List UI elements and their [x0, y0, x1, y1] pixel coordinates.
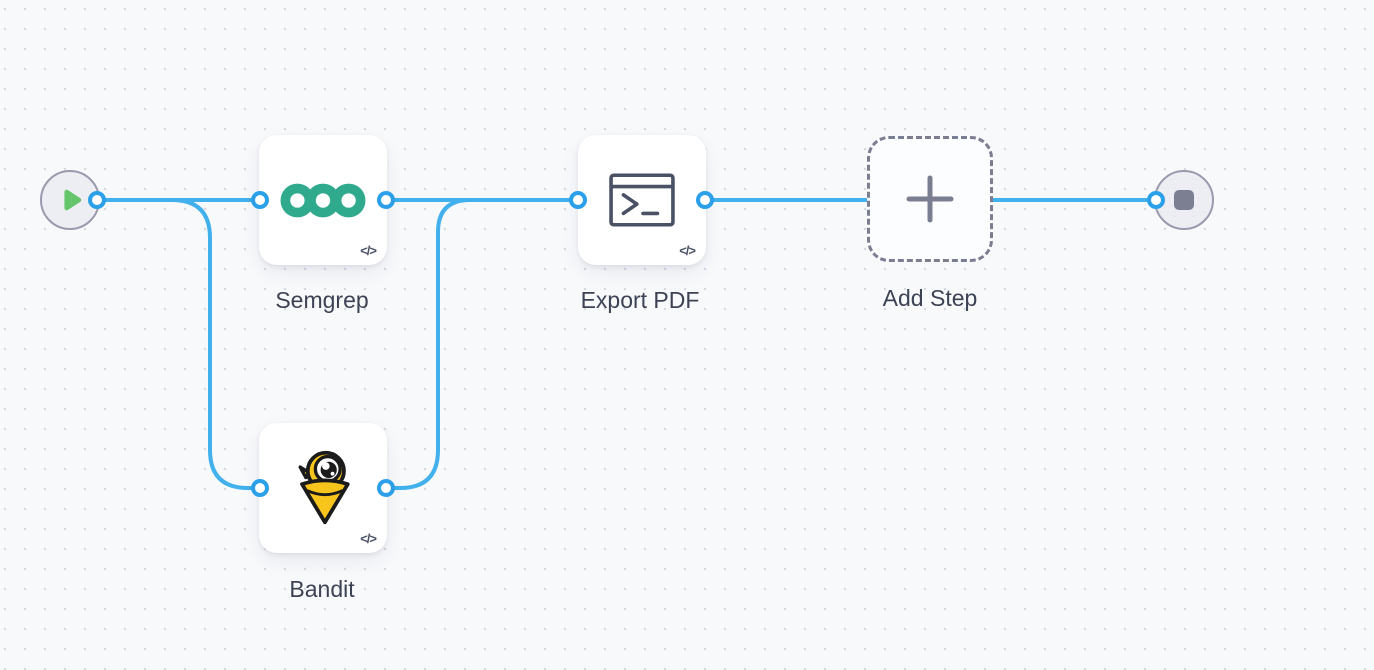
semgrep-logo — [280, 183, 366, 217]
plus-icon — [906, 175, 954, 223]
add-step-node[interactable] — [867, 136, 993, 262]
handle-bandit-input[interactable] — [251, 479, 269, 497]
handle-export-pdf-output[interactable] — [696, 191, 714, 209]
node-bandit[interactable]: </> — [259, 423, 387, 553]
node-label-semgrep: Semgrep — [275, 287, 369, 313]
terminal-icon — [609, 173, 675, 227]
edge-start-bandit[interactable] — [95, 198, 262, 490]
handle-end-input[interactable] — [1147, 191, 1165, 209]
node-label-bandit: Bandit — [289, 576, 355, 602]
node-label-add-step: Add Step — [882, 285, 978, 311]
code-badge-icon: </> — [360, 531, 377, 546]
node-export-pdf[interactable]: </> — [578, 135, 706, 265]
handle-semgrep-output[interactable] — [377, 191, 395, 209]
code-badge-icon: </> — [679, 243, 696, 258]
bandit-logo — [298, 450, 350, 525]
handle-bandit-output[interactable] — [377, 479, 395, 497]
node-label-export-pdf: Export PDF — [580, 287, 700, 313]
handle-export-pdf-input[interactable] — [569, 191, 587, 209]
code-badge-icon: </> — [360, 243, 377, 258]
handle-semgrep-input[interactable] — [251, 191, 269, 209]
handle-start-output[interactable] — [88, 191, 106, 209]
stop-icon — [1174, 190, 1194, 210]
node-semgrep[interactable]: </> — [259, 135, 387, 265]
play-icon — [64, 189, 82, 211]
edge-bandit-exportpdf[interactable] — [384, 198, 580, 490]
